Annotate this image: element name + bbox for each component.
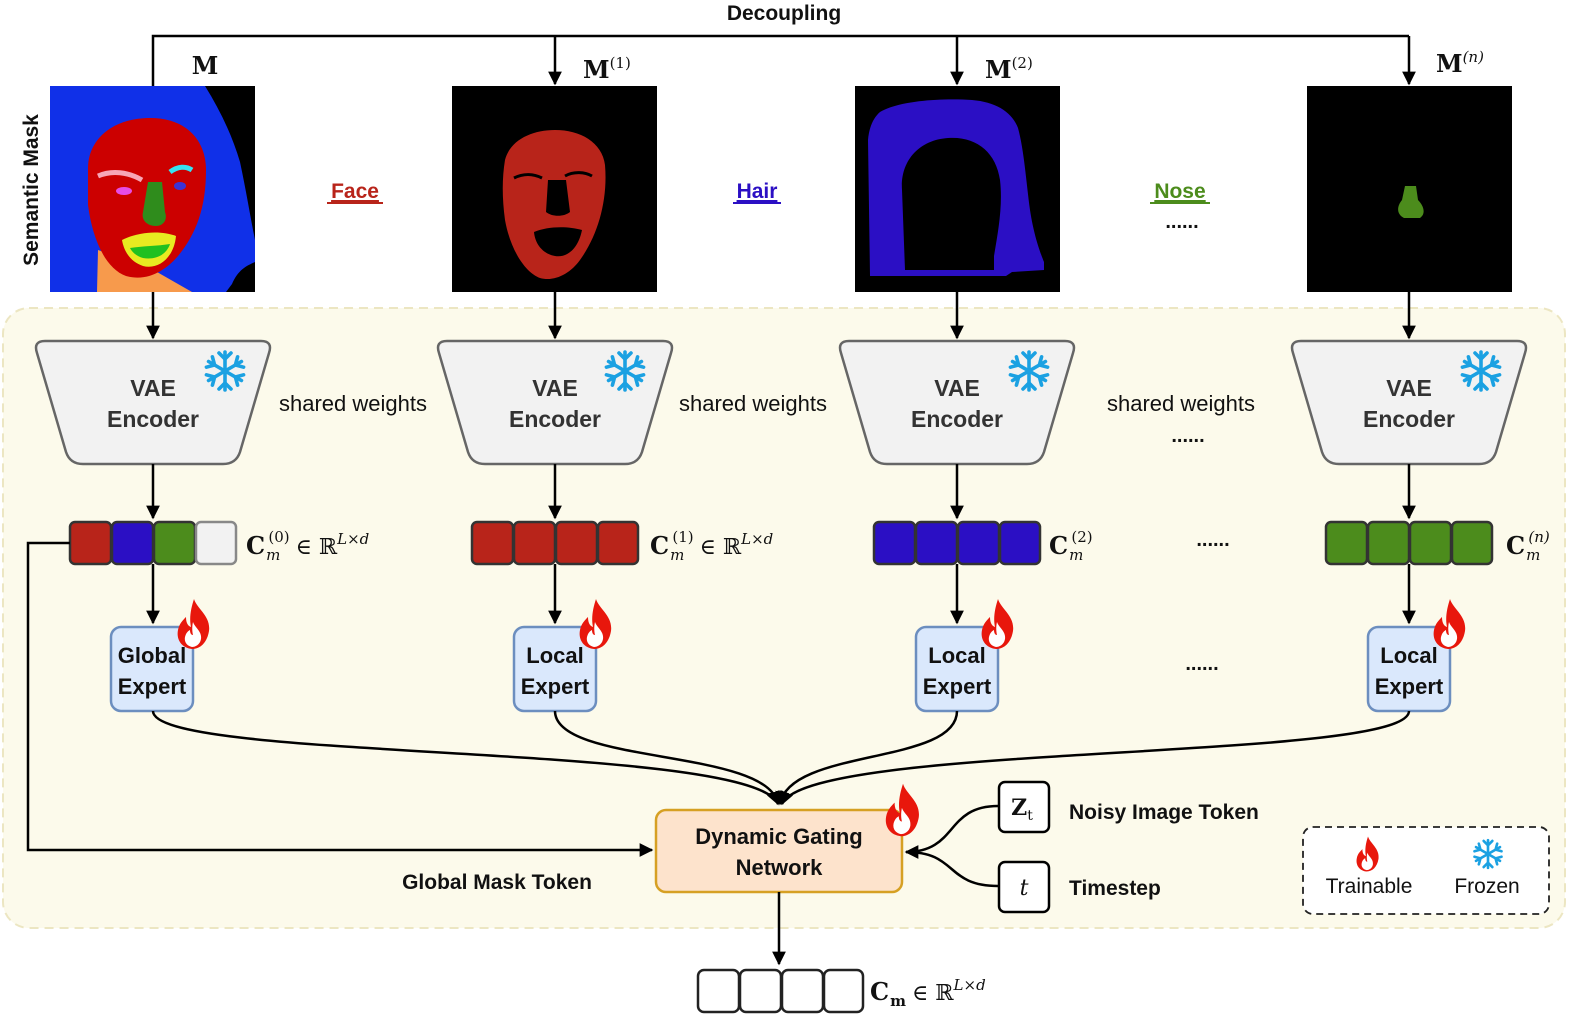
token-cell [696, 968, 741, 1014]
token-row-ellipsis: ...... [1196, 529, 1229, 551]
expert-row-ellipsis: ...... [1185, 653, 1218, 675]
token-block-hair [872, 520, 1042, 566]
token-cell [1408, 520, 1453, 566]
token-block-global [68, 520, 238, 566]
svg-text:t: t [1020, 876, 1029, 901]
gating-line2: Network [736, 855, 824, 880]
token-cell [956, 520, 1001, 566]
token-cell [1324, 520, 1369, 566]
token-cell [68, 520, 113, 566]
shared-weights-label-0: shared weights [279, 391, 427, 416]
vae-encoder-n-line2: Encoder [1363, 406, 1455, 432]
local-expert-2-line1: Local [928, 643, 985, 668]
local-expert-n-line2: Expert [1375, 674, 1444, 699]
output-token-block [696, 968, 865, 1014]
mask-row-ellipsis: ...... [1165, 211, 1198, 233]
token-cell [152, 520, 197, 566]
token-cell [470, 520, 515, 566]
global-expert-line1: Global [118, 643, 186, 668]
local-expert-2: Local Expert [914, 599, 1014, 713]
token-cell [1366, 520, 1411, 566]
local-expert-1: Local Expert [512, 599, 612, 713]
input-curves [904, 804, 999, 888]
token-cell [596, 520, 640, 566]
token-cell [1450, 520, 1494, 566]
vae-encoder-0-line2: Encoder [107, 406, 199, 432]
nose-region-label: Nose [1154, 180, 1205, 203]
local-expert-n-line1: Local [1380, 643, 1437, 668]
token-cell [780, 968, 825, 1014]
legend-trainable-label: Trainable [1326, 875, 1413, 898]
token-block-nose [1324, 520, 1494, 566]
dynamic-gating-network: Dynamic Gating Network [654, 783, 919, 894]
vae-encoder-2-line1: VAE [934, 375, 980, 401]
expert-to-gating-curves [151, 710, 1411, 806]
token-cell [822, 968, 865, 1014]
token-formula-2: Cm(2) [1049, 528, 1093, 564]
encoder-row-ellipsis: ...... [1171, 425, 1204, 447]
local-expert-1-line2: Expert [521, 674, 590, 699]
nose-mask-image [1307, 86, 1512, 292]
shared-weights-label-2: shared weights [1107, 391, 1255, 416]
full-semantic-mask-image [50, 86, 255, 292]
hair-region-label: Hair [737, 180, 778, 203]
global-mask-token-arrow [26, 541, 654, 857]
mask-symbol-0: M [192, 51, 219, 80]
token-cell [554, 520, 599, 566]
token-to-expert-arrows [146, 564, 1416, 625]
vae-encoder-2-line2: Encoder [911, 406, 1003, 432]
shared-weights-label-1: shared weights [679, 391, 827, 416]
gating-line1: Dynamic Gating [695, 824, 862, 849]
mask-symbol-1: M(1) [583, 54, 631, 84]
decoupling-title: Decoupling [727, 2, 841, 25]
trainable-region-panel [2, 307, 1566, 929]
local-expert-n: Local Expert [1366, 599, 1466, 713]
hair-mask-image [855, 86, 1060, 292]
global-mask-token-label: Global Mask Token [402, 871, 592, 894]
token-cell [512, 520, 557, 566]
face-region-label: Face [331, 180, 379, 203]
output-formula: Cm∈ ℝL×d [870, 976, 986, 1010]
vae-encoder-1-line2: Encoder [509, 406, 601, 432]
token-cell [872, 520, 917, 566]
token-cell [998, 520, 1042, 566]
vae-encoder-0: VAE Encoder [34, 339, 272, 466]
global-expert-line2: Expert [118, 674, 187, 699]
encoder-to-token-arrows [146, 464, 1416, 520]
semantic-mask-label: Semantic Mask [20, 114, 43, 266]
token-cell [914, 520, 959, 566]
token-formula-0: Cm(0)∈ ℝL×d [246, 528, 369, 564]
noisy-image-token-label: Noisy Image Token [1069, 801, 1259, 824]
vae-encoder-n: VAE Encoder [1290, 339, 1528, 466]
vae-encoder-0-line1: VAE [130, 375, 176, 401]
legend: Trainable Frozen [1302, 826, 1550, 915]
svg-text:Zt: Zt [1011, 795, 1033, 824]
timestep-box: t [997, 860, 1051, 914]
vae-encoder-1: VAE Encoder [436, 339, 674, 466]
mask-symbol-n: M(n) [1436, 48, 1484, 78]
legend-frozen-label: Frozen [1454, 875, 1519, 898]
token-formula-n: Cm(n) [1506, 528, 1550, 564]
timestep-label: Timestep [1069, 877, 1161, 900]
global-expert: Global Expert [109, 599, 210, 713]
token-formula-1: Cm(1)∈ ℝL×d [650, 528, 773, 564]
token-cell [738, 968, 783, 1014]
vae-encoder-1-line1: VAE [532, 375, 578, 401]
token-cell [110, 520, 155, 566]
decoupling-connector [151, 34, 1416, 86]
vae-encoder-2: VAE Encoder [838, 339, 1076, 466]
mask-symbol-2: M(2) [985, 54, 1033, 84]
mask-to-encoder-arrows [146, 292, 1416, 340]
noisy-image-token-box: Zt [997, 780, 1051, 834]
token-block-face [470, 520, 640, 566]
face-mask-image [452, 86, 657, 292]
local-expert-2-line2: Expert [923, 674, 992, 699]
token-cell [194, 520, 238, 566]
local-expert-1-line1: Local [526, 643, 583, 668]
vae-encoder-n-line1: VAE [1386, 375, 1432, 401]
